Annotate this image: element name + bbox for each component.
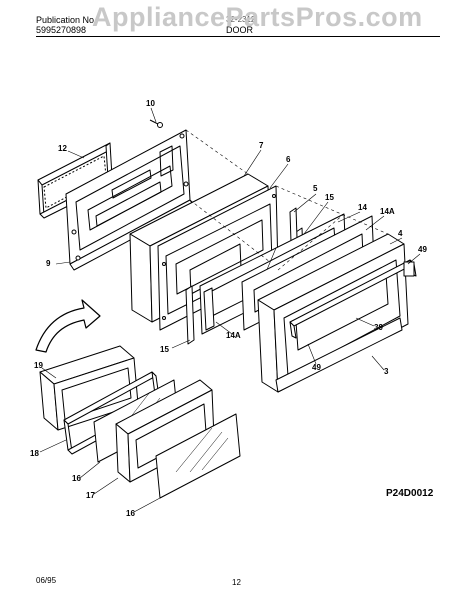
- footer-page-number: 12: [232, 578, 241, 587]
- section-title: DOOR: [226, 25, 253, 35]
- callout-49-lower: 49: [312, 363, 321, 372]
- part-14a-glass-panel-left: [203, 287, 215, 331]
- callout-12: 12: [58, 144, 67, 153]
- part-39-door-handle: [289, 259, 417, 339]
- callout-16-lower: 16: [126, 509, 135, 518]
- callout-14a-upper: 14A: [380, 207, 395, 216]
- callout-16-upper: 16: [72, 474, 81, 483]
- callout-15-lower: 15: [160, 345, 169, 354]
- publication-number: 5995270898: [36, 25, 87, 35]
- publication-label: Publication No.: [36, 15, 97, 25]
- callout-9: 9: [46, 259, 51, 268]
- callout-14: 14: [358, 203, 367, 212]
- callout-18: 18: [30, 449, 39, 458]
- callout-14a-lower: 14A: [226, 331, 241, 340]
- assembly-arrow: [35, 299, 101, 353]
- part-16-window-glass-lower: [155, 413, 241, 499]
- model-number: 32-2312: [226, 15, 256, 24]
- watermark: AppliancePartsPros.com: [92, 2, 423, 32]
- footer-date: 06/95: [36, 576, 57, 585]
- callout-39: 39: [374, 323, 383, 332]
- callout-19: 19: [34, 361, 43, 370]
- diagram-id: P24D0012: [386, 488, 434, 499]
- part-19-window-frame: [39, 345, 139, 431]
- header-rule: [36, 36, 440, 37]
- callout-5: 5: [313, 184, 318, 193]
- callout-49-upper: 49: [418, 245, 427, 254]
- callout-10: 10: [146, 99, 155, 108]
- callout-3: 3: [384, 367, 389, 376]
- callout-15-upper: 15: [325, 193, 334, 202]
- callout-4: 4: [398, 229, 403, 238]
- part-15-retainer-lower: [185, 285, 195, 345]
- callout-7: 7: [259, 141, 264, 150]
- callout-6: 6: [286, 155, 291, 164]
- part-3-outer-door-panel: [275, 317, 403, 393]
- callout-17: 17: [86, 491, 95, 500]
- part-10-screw: [149, 119, 163, 128]
- part-17-window-frame: [115, 379, 215, 483]
